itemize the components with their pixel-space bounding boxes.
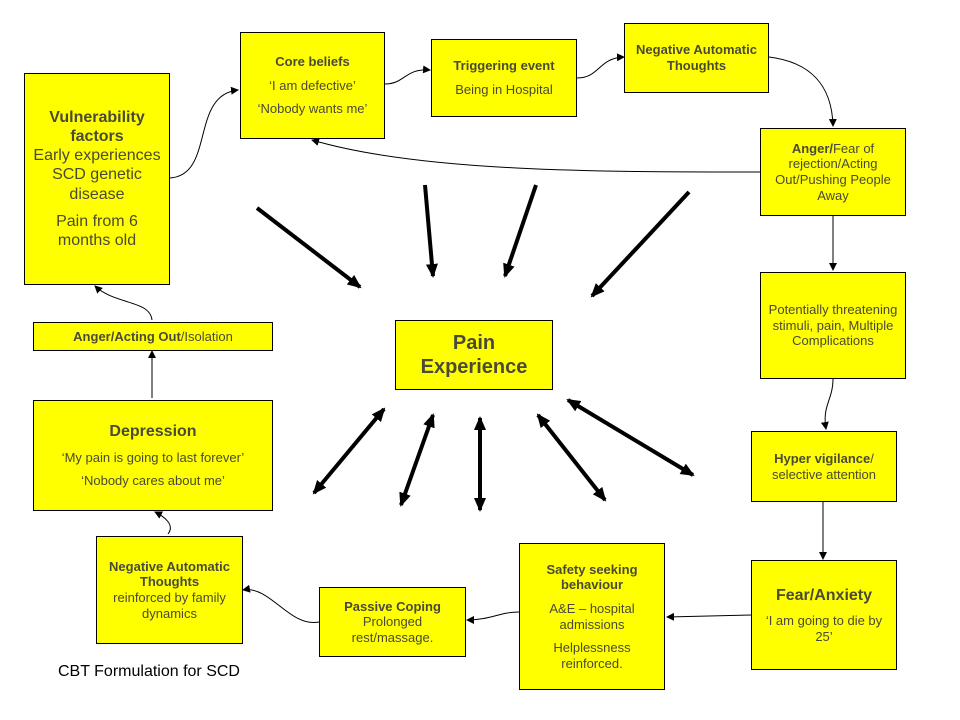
pain-experience-title: Pain Experience <box>420 332 528 378</box>
anger-acting-rest: /Isolation <box>180 328 233 344</box>
triggering-title: Triggering event <box>453 58 555 74</box>
arrow-threat-to-hyper <box>820 378 834 430</box>
anger-acting-bold: Anger/Acting Out <box>73 328 181 344</box>
arrow-core-to-trigger <box>384 65 431 85</box>
arrow-fear-to-safety <box>666 612 752 621</box>
depression-line1: ‘My pain is going to last forever’ <box>61 449 245 465</box>
fear-anxiety-box: Fear/Anxiety ‘I am going to die by 25’ <box>751 560 897 670</box>
double-arrow-5 <box>566 398 695 477</box>
hyper-vigilance-bold: Hyper vigilance <box>774 450 871 466</box>
depression-line2: ‘Nobody cares about me’ <box>81 473 225 489</box>
nat-bottom-line1: reinforced by family dynamics <box>113 590 226 621</box>
caption: CBT Formulation for SCD <box>58 663 240 680</box>
threatening-stimuli-box: Potentially threatening stimuli, pain, M… <box>760 272 906 379</box>
fear-anxiety-title: Fear/Anxiety <box>775 586 873 604</box>
vulnerability-title: Vulnerability factors <box>49 108 145 146</box>
arrow-anger-to-vulnerability <box>94 285 153 321</box>
depression-box: Depression ‘My pain is going to last for… <box>33 400 273 511</box>
double-arrow-1 <box>312 407 386 495</box>
passive-line1: Prolonged rest/massage. <box>351 614 434 645</box>
negative-automatic-thoughts-top-box: Negative Automatic Thoughts <box>624 23 769 93</box>
double-arrow-4 <box>536 413 607 502</box>
hyper-vigilance-box: Hyper vigilance/ selective attention <box>751 431 897 502</box>
thick-arrow-3 <box>503 184 538 278</box>
safety-seeking-box: Safety seeking behaviour A&E – hospital … <box>519 543 665 690</box>
hyper-vigilance-text: Hyper vigilance/ selective attention <box>756 451 892 482</box>
core-beliefs-title: Core beliefs <box>275 54 350 70</box>
safety-line1: A&E – hospital admissions <box>549 600 635 632</box>
nat-top-title: Negative Automatic Thoughts <box>636 42 757 73</box>
double-arrow-2 <box>399 413 435 507</box>
passive-title: Passive Coping <box>344 598 441 614</box>
safety-title: Safety seeking behaviour <box>546 561 638 593</box>
core-beliefs-line1: ‘I am defective’ <box>269 77 356 93</box>
negative-automatic-thoughts-bottom-box: Negative Automatic Thoughts reinforced b… <box>96 536 243 644</box>
arrow-nat-to-depression <box>154 511 171 535</box>
vulnerability-line1: Early experiences SCD genetic disease <box>33 147 161 203</box>
vulnerability-line2: Pain from 6 months old <box>56 212 138 249</box>
anger-fear-box: Anger/Fear of rejection/Acting Out/Pushi… <box>760 128 906 216</box>
triggering-event-box: Triggering event Being in Hospital <box>431 39 577 117</box>
arrow-trigger-to-nat <box>576 53 625 79</box>
nat-bottom-title: Negative Automatic Thoughts <box>109 558 230 590</box>
anger-acting-out-box: Anger/Acting Out/Isolation <box>33 322 273 351</box>
thick-arrow-1 <box>255 206 362 289</box>
arrow-passive-to-nat <box>242 584 320 623</box>
safety-line2: Helplessness reinforced. <box>553 640 631 671</box>
threatening-text: Potentially threatening stimuli, pain, M… <box>768 302 898 349</box>
core-beliefs-line2: ‘Nobody wants me’ <box>257 101 368 117</box>
triggering-line1: Being in Hospital <box>455 82 553 97</box>
fear-anxiety-line1: ‘I am going to die by 25’ <box>765 613 883 644</box>
hyper-vigilance-rest: / selective attention <box>771 450 877 482</box>
anger-fear-text: Anger/Fear of rejection/Acting Out/Pushi… <box>765 141 901 203</box>
passive-coping-box: Passive Coping Prolonged rest/massage. <box>319 587 466 657</box>
arrow-anger-to-core <box>311 138 761 173</box>
depression-title: Depression <box>109 423 197 441</box>
anger-acting-text: Anger/Acting Out/Isolation <box>73 329 233 345</box>
arrow-safety-to-passive <box>466 611 520 624</box>
vulnerability-factors-box: Vulnerability factors Early experiences … <box>24 73 170 285</box>
core-beliefs-box: Core beliefs ‘I am defective’ ‘Nobody wa… <box>240 32 385 139</box>
arrow-vulnerability-to-core <box>169 86 239 179</box>
arrow-nat-to-anger <box>768 56 837 127</box>
anger-fear-rest: Fear of rejection/Acting Out/Pushing Peo… <box>775 140 891 203</box>
anger-fear-bold: Anger/ <box>791 140 833 156</box>
pain-experience-box: Pain Experience <box>395 320 553 390</box>
thick-arrow-2 <box>423 184 438 278</box>
thick-arrow-4 <box>590 190 691 298</box>
